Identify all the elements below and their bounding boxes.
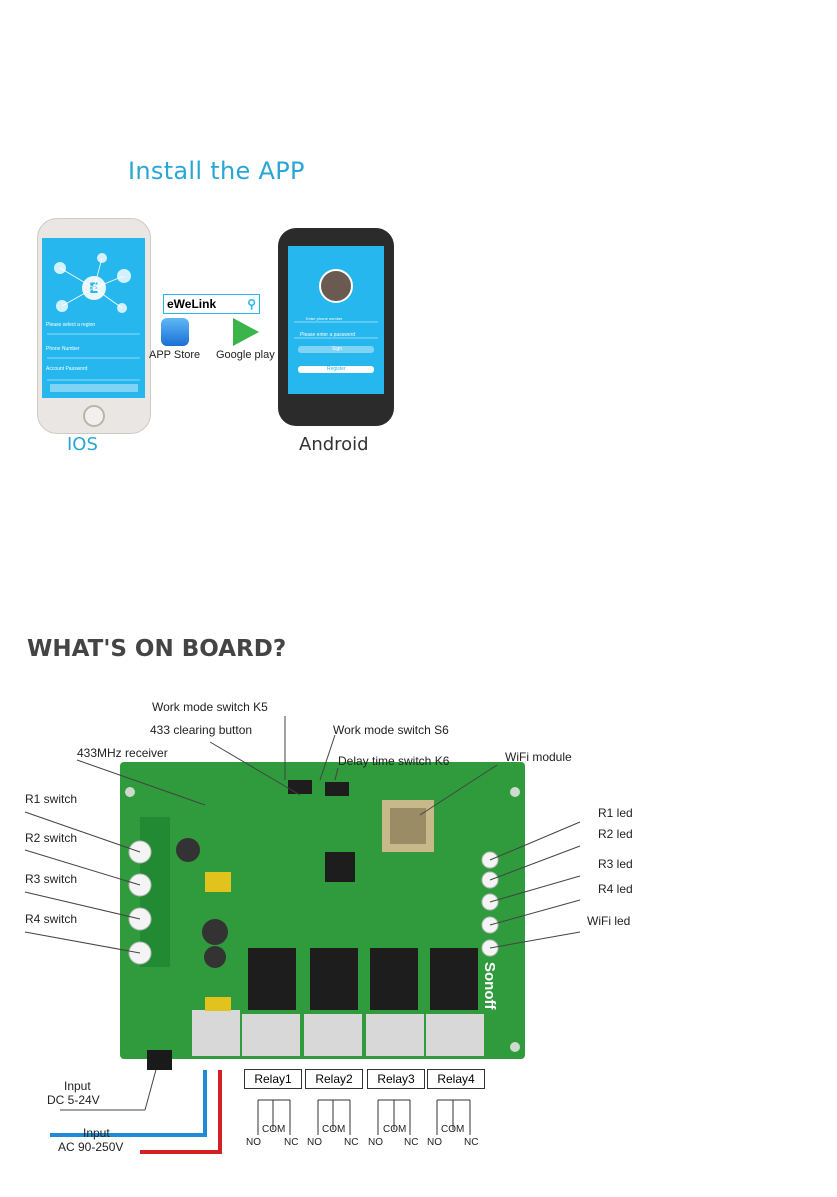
iphone-home-button xyxy=(83,405,105,427)
app-store-icon xyxy=(161,318,189,346)
label-r2-switch: R2 switch xyxy=(25,831,78,845)
install-app-title: Install the APP xyxy=(128,157,305,185)
relay4-nc: NC xyxy=(464,1137,479,1148)
label-r1-led: R1 led xyxy=(598,806,633,820)
ios-phone-label: Phone Number xyxy=(46,346,80,352)
label-433mhz-receiver: 433MHz receiver xyxy=(77,746,168,760)
app-store-label: APP Store xyxy=(149,349,201,361)
ios-account-label: Account Password xyxy=(46,366,88,372)
label-wifi-led: WiFi led xyxy=(587,914,631,928)
label-r1-switch: R1 switch xyxy=(25,792,78,806)
relay3-no: NO xyxy=(368,1137,383,1148)
search-icon: ⚲ xyxy=(247,297,256,311)
ios-label: IOS xyxy=(67,434,98,455)
ewelink-hub-icon: E xyxy=(47,253,140,392)
android-password-placeholder: Please enter a password xyxy=(300,332,356,338)
ewelink-search-box: eWeLink ⚲ xyxy=(163,294,260,314)
android-register-button: Register xyxy=(327,366,346,372)
label-r3-switch: R3 switch xyxy=(25,872,78,886)
label-r2-led: R2 led xyxy=(598,827,633,841)
input-dc-label-2: DC 5-24V xyxy=(47,1093,100,1107)
android-signin-button: Sign xyxy=(332,346,343,352)
relay3-com: COM xyxy=(383,1124,407,1135)
android-screen: Enter phone number Please enter a passwo… xyxy=(288,246,384,394)
pcb-board: Sonoff xyxy=(120,762,525,1059)
relay1-no: NO xyxy=(246,1137,261,1148)
ios-region-text: Please select a region xyxy=(46,322,96,328)
relay2-nc: NC xyxy=(344,1137,359,1148)
label-delay-time-k6: Delay time switch K6 xyxy=(338,754,450,768)
label-433-clearing-button: 433 clearing button xyxy=(150,723,253,737)
iphone-screen: E Please select a region Phone Number Ac… xyxy=(42,238,145,398)
relay-1-label: Relay1 xyxy=(244,1069,302,1089)
label-work-mode-s6: Work mode switch S6 xyxy=(333,723,449,737)
android-phone-placeholder: Enter phone number xyxy=(306,316,343,321)
relay2-no: NO xyxy=(307,1137,322,1148)
search-text: eWeLink xyxy=(167,297,217,311)
label-r4-switch: R4 switch xyxy=(25,912,78,926)
relay3-nc: NC xyxy=(404,1137,419,1148)
label-r4-led: R4 led xyxy=(598,882,633,896)
avatar xyxy=(294,269,378,373)
relay4-no: NO xyxy=(427,1137,442,1148)
relay-2-label: Relay2 xyxy=(305,1069,363,1089)
label-r3-led: R3 led xyxy=(598,857,633,871)
svg-text:E: E xyxy=(89,281,99,297)
input-ac-label-1: Input xyxy=(83,1126,110,1140)
label-wifi-module: WiFi module xyxy=(505,750,572,764)
google-play-label: Google play xyxy=(216,349,275,361)
relay-4-label: Relay4 xyxy=(427,1069,485,1089)
input-dc-label-1: Input xyxy=(64,1079,91,1093)
label-work-mode-k5: Work mode switch K5 xyxy=(152,700,268,714)
android-label: Android xyxy=(299,434,369,455)
relay1-nc: NC xyxy=(284,1137,299,1148)
relay4-com: COM xyxy=(441,1124,465,1135)
board-title: WHAT'S ON BOARD? xyxy=(27,636,287,662)
relay1-com: COM xyxy=(262,1124,286,1135)
relay-3-label: Relay3 xyxy=(367,1069,425,1089)
input-ac-label-2: AC 90-250V xyxy=(58,1140,124,1154)
relay2-com: COM xyxy=(322,1124,346,1135)
google-play-icon xyxy=(233,318,259,346)
